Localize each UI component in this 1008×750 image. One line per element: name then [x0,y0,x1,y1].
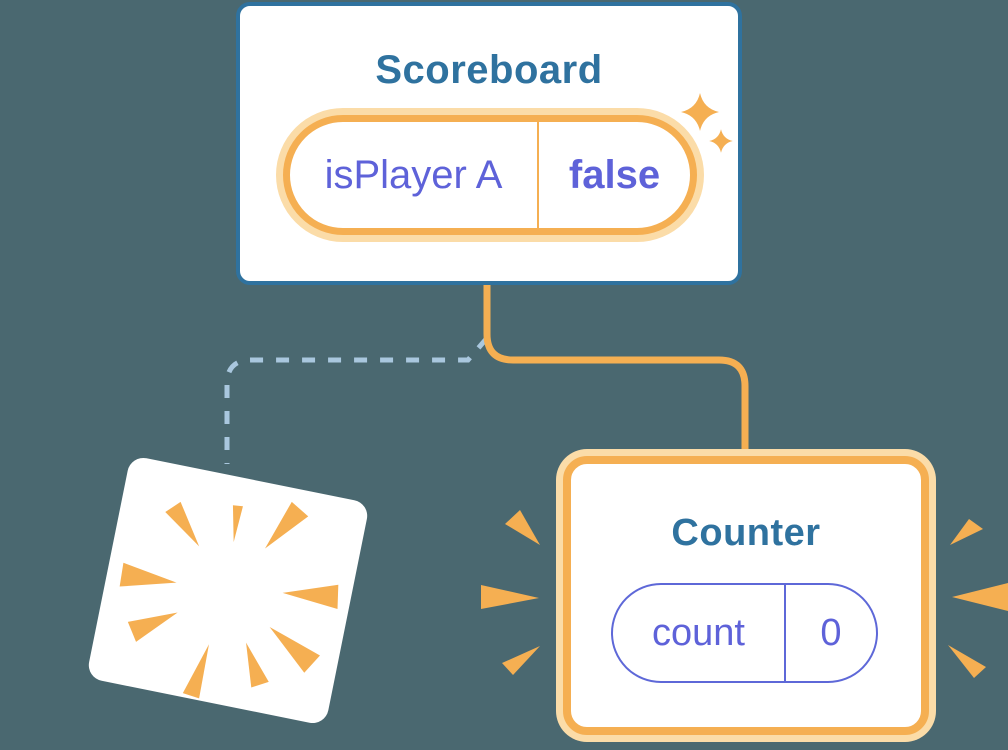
state-name-label: isPlayer A [324,152,503,197]
counter-title: Counter [671,512,821,554]
emphasis-rays-right-icon [948,519,1008,678]
pill-divider [784,585,786,681]
pill-divider [537,122,539,228]
state-value-label: false [568,152,661,197]
burst-icon [119,501,339,699]
emphasis-rays-left-icon [481,510,540,675]
dashed-connector-line [224,336,489,464]
destroyed-component-card [85,455,371,726]
orange-connector-line [483,279,749,464]
state-value-label: 0 [820,611,842,654]
scoreboard-state-pill: isPlayer A false [283,115,697,235]
state-name-label: count [652,611,745,654]
counter-state-pill: count 0 [611,583,878,683]
scoreboard-title: Scoreboard [375,48,603,92]
counter-component-card: Counter count 0 [563,456,929,735]
scoreboard-component-card: Scoreboard isPlayer A false [236,2,742,285]
